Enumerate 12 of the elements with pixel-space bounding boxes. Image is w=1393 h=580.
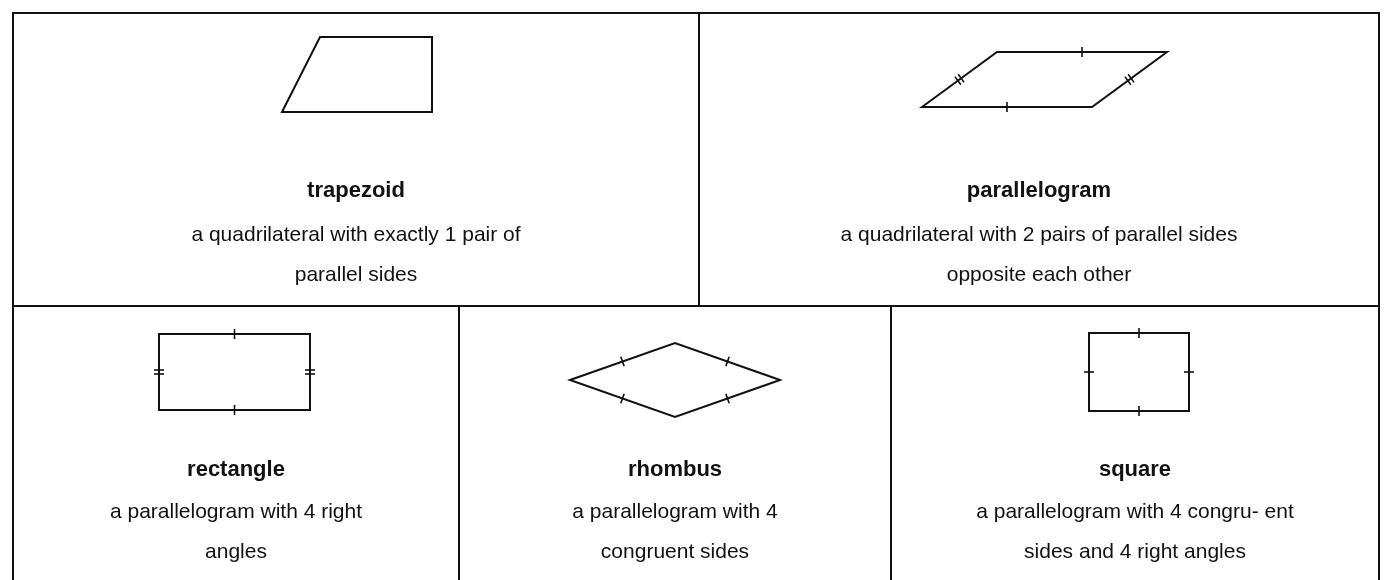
shape-name: trapezoid: [306, 177, 406, 203]
shape-name: square: [1097, 456, 1173, 482]
definition-text: a parallelogram with 4 congruent sides: [571, 498, 779, 564]
table-cell: [12, 12, 700, 307]
definition-text: a parallelogram with 4 congru- ent sides and 4 right angles: [976, 498, 1294, 564]
definition-text: a quadrilateral with exactly 1 pair of parallel sides: [190, 221, 522, 287]
shape-name: rhombus: [626, 456, 724, 482]
shape-name: rectangle: [186, 456, 286, 482]
table-cell: [698, 12, 1380, 307]
definition-text: a parallelogram with 4 right angles: [108, 498, 364, 564]
definition-text: a quadrilateral with 2 pairs of parallel sides opposite each other: [839, 221, 1239, 287]
shape-name: parallelogram: [965, 177, 1113, 203]
